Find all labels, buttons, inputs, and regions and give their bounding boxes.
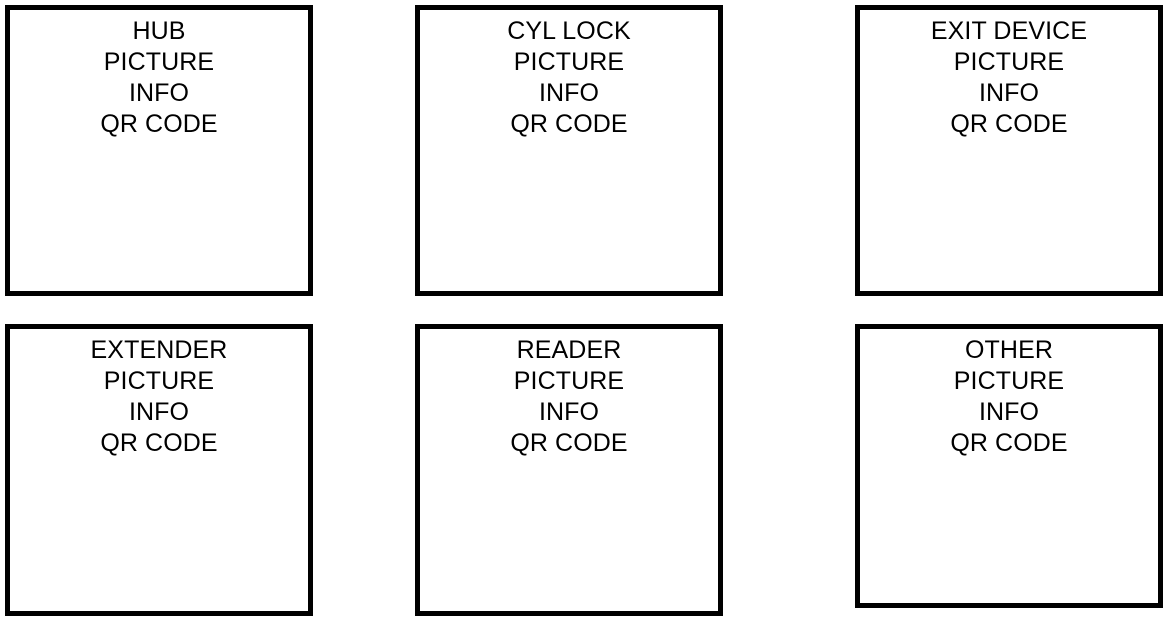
card-exit-device[interactable]: EXIT DEVICE PICTURE INFO QR CODE	[855, 5, 1163, 296]
card-other[interactable]: OTHER PICTURE INFO QR CODE	[855, 324, 1163, 608]
card-reader-text: READER PICTURE INFO QR CODE	[420, 335, 718, 459]
card-extender-text: EXTENDER PICTURE INFO QR CODE	[10, 335, 308, 459]
card-extender-title: EXTENDER	[90, 336, 228, 364]
card-reader-picture: PICTURE	[513, 367, 625, 395]
card-other-info: INFO	[978, 398, 1040, 426]
card-exit-device-info: INFO	[978, 79, 1040, 107]
card-cyl-lock-title: CYL LOCK	[507, 17, 631, 45]
card-exit-device-title: EXIT DEVICE	[930, 17, 1088, 45]
card-hub[interactable]: HUB PICTURE INFO QR CODE	[5, 5, 313, 296]
card-exit-device-text: EXIT DEVICE PICTURE INFO QR CODE	[860, 16, 1158, 140]
card-other-title: OTHER	[965, 336, 1053, 364]
card-exit-device-qr-code: QR CODE	[950, 110, 1068, 138]
card-cyl-lock[interactable]: CYL LOCK PICTURE INFO QR CODE	[415, 5, 723, 296]
card-cyl-lock-text: CYL LOCK PICTURE INFO QR CODE	[420, 16, 718, 140]
card-extender-info: INFO	[128, 398, 190, 426]
card-reader-qr-code: QR CODE	[510, 429, 628, 457]
card-other-picture: PICTURE	[953, 367, 1065, 395]
card-extender-qr-code: QR CODE	[100, 429, 218, 457]
card-reader-title: READER	[516, 336, 622, 364]
card-cyl-lock-picture: PICTURE	[513, 48, 625, 76]
card-extender[interactable]: EXTENDER PICTURE INFO QR CODE	[5, 324, 313, 616]
card-hub-qr-code: QR CODE	[100, 110, 218, 138]
card-other-qr-code: QR CODE	[950, 429, 1068, 457]
card-hub-text: HUB PICTURE INFO QR CODE	[10, 16, 308, 140]
card-cyl-lock-qr-code: QR CODE	[510, 110, 628, 138]
card-other-text: OTHER PICTURE INFO QR CODE	[860, 335, 1158, 459]
card-extender-picture: PICTURE	[103, 367, 215, 395]
card-reader[interactable]: READER PICTURE INFO QR CODE	[415, 324, 723, 616]
card-reader-info: INFO	[538, 398, 600, 426]
card-hub-title: HUB	[132, 17, 186, 45]
card-hub-info: INFO	[128, 79, 190, 107]
card-cyl-lock-info: INFO	[538, 79, 600, 107]
card-exit-device-picture: PICTURE	[953, 48, 1065, 76]
card-hub-picture: PICTURE	[103, 48, 215, 76]
